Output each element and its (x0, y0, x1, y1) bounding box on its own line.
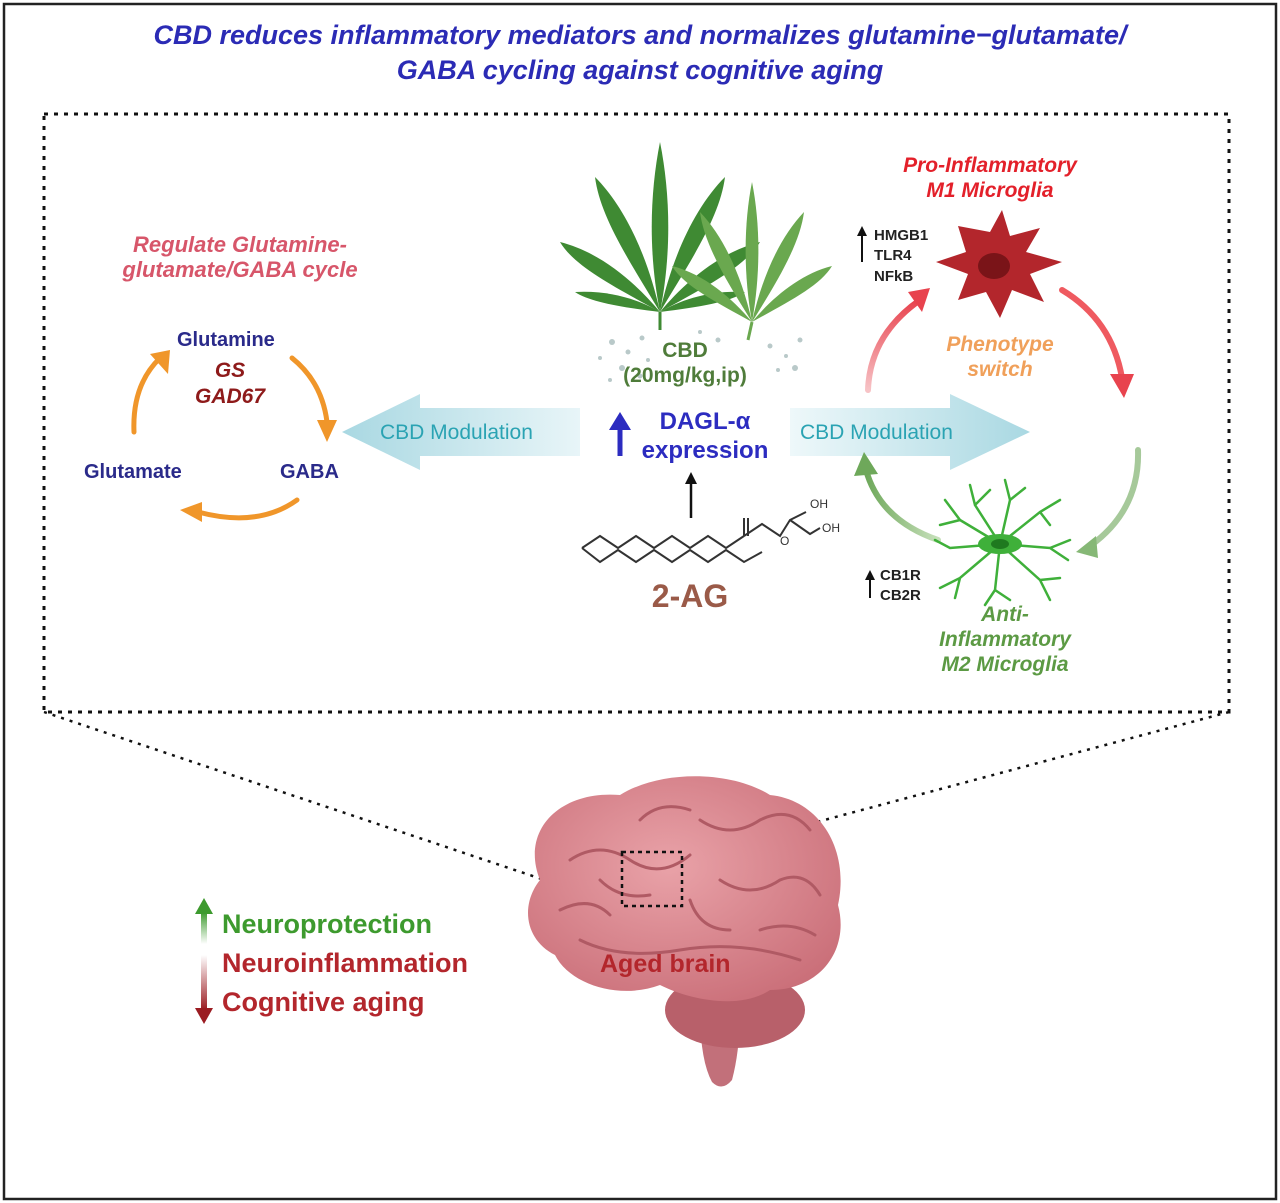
outcome-cognitive-aging: Cognitive aging (222, 987, 425, 1018)
m1-marker: HMGB1 (874, 227, 929, 244)
cycle-arrowheads (150, 350, 337, 522)
molecule-oh2-label: OH (822, 521, 840, 535)
m2-line-1: Anti- (981, 603, 1029, 626)
dagl-name: DAGL-α (659, 408, 751, 435)
switch-arrow-down-red (1059, 287, 1125, 381)
cycle-arrows (131, 355, 330, 521)
brain-zoom-region (620, 850, 684, 908)
cbd-particles (598, 330, 803, 382)
glutamate-label: Glutamate (84, 461, 182, 483)
m2-line-3: M2 Microglia (941, 653, 1069, 677)
m2-microglia-icon (933, 478, 1072, 607)
gaba-label: GABA (280, 461, 339, 483)
page-title: CBD reduces inflammatory mediators and n… (0, 18, 1280, 88)
modulation-arrow-right (790, 394, 1030, 470)
dagl-up-arrow-icon (609, 412, 631, 456)
arrowhead-glutamine (150, 350, 170, 374)
enzyme-gad67: GAD67 (194, 385, 266, 409)
arrowhead-glutamate (180, 502, 202, 522)
switch-arrowhead-up (908, 288, 930, 312)
m1-microglia-icon (936, 210, 1062, 318)
m1-line-2: M1 Microglia (926, 179, 1054, 203)
molecule-o-label: O (780, 534, 789, 548)
modulation-arrow-left (342, 394, 580, 470)
cycle-heading: Regulate Glutamine- glutamate/GABA cycle (80, 232, 400, 283)
cannabis-leaf-icon (560, 142, 832, 341)
cbd-dose: (20mg/kg,ip) (623, 364, 747, 388)
outcome-neuroinflammation: Neuroinflammation (222, 948, 469, 979)
cbd-dose-label: CBD (20mg/kg,ip) (610, 338, 760, 388)
zoom-box (42, 112, 1231, 714)
phenotype-switch-label: Phenotype switch (920, 332, 1080, 382)
switch-arrowhead-green-down (1076, 536, 1098, 558)
m2-microglia-label: Anti- Inflammatory M2 Microglia (890, 602, 1120, 678)
cycle-heading-line-2: glutamate/GABA cycle (122, 257, 358, 283)
switch-arrowhead-down (1110, 374, 1134, 398)
m1-marker: NFkB (874, 267, 914, 285)
outcome-neuroprotection: Neuroprotection (222, 909, 433, 939)
dagl-label: DAGL-α expression (620, 408, 790, 466)
switch-line-2: switch (967, 358, 1033, 382)
aged-brain-label: Aged brain (600, 950, 731, 978)
glutamine-label: Glutamine (177, 329, 275, 351)
ag-to-dagl-arrow (685, 472, 697, 518)
m1-markers-up-arrow-icon (857, 226, 867, 262)
zoom-line-left (43, 710, 623, 908)
cycle-arrow-gaba-to-glutamate (195, 497, 300, 521)
m2-marker: CB2R (880, 587, 921, 605)
m2-markers-up-arrow-icon (865, 570, 875, 598)
cycle-arrow-glutamine-to-gaba (289, 355, 330, 425)
title-line-1: CBD reduces inflammatory mediators and n… (153, 20, 1127, 50)
cycle-arrow-glutamate-to-glutamine (131, 355, 163, 435)
outcomes-legend: Neuroprotection Neuroinflammation Cognit… (222, 905, 468, 1022)
title-line-2: GABA cycling against cognitive aging (396, 55, 884, 86)
switch-arrow-up-green (863, 467, 941, 543)
switch-line-1: Phenotype (946, 333, 1054, 356)
m2-line-2: Inflammatory (939, 628, 1071, 652)
2ag-molecule-structure (581, 511, 821, 564)
dagl-expression: expression (641, 436, 769, 464)
m1-line-1: Pro-Inflammatory (903, 154, 1077, 177)
switch-arrow-up-red (865, 297, 923, 393)
cycle-heading-line-1: Regulate Glutamine- (133, 232, 347, 257)
switch-arrow-down-green (1087, 447, 1142, 549)
m2-markers: CB1R CB2R (880, 566, 921, 607)
m2-marker: CB1R (880, 567, 921, 584)
m1-markers: HMGB1 TLR4 NFkB (874, 226, 928, 287)
modulation-label-right: CBD Modulation (800, 421, 953, 444)
enzyme-gs: GS (214, 359, 246, 382)
switch-arrowhead-green-up (854, 452, 878, 476)
molecule-oh1-label: OH (810, 497, 828, 511)
m1-marker: TLR4 (874, 247, 912, 265)
m2-microglia-nucleus (991, 539, 1009, 549)
brain-icon (528, 776, 841, 1087)
enzyme-labels: GS GAD67 (170, 358, 290, 411)
arrowhead-gaba (317, 420, 337, 442)
m1-microglia-label: Pro-Inflammatory M1 Microglia (860, 153, 1120, 203)
cbd-label: CBD (662, 339, 708, 362)
modulation-label-left: CBD Modulation (380, 421, 533, 444)
neuroprotection-up-arrow-icon (195, 898, 213, 944)
2ag-label: 2-AG (651, 578, 729, 614)
neuroinflammation-down-arrow-icon (195, 955, 213, 1024)
